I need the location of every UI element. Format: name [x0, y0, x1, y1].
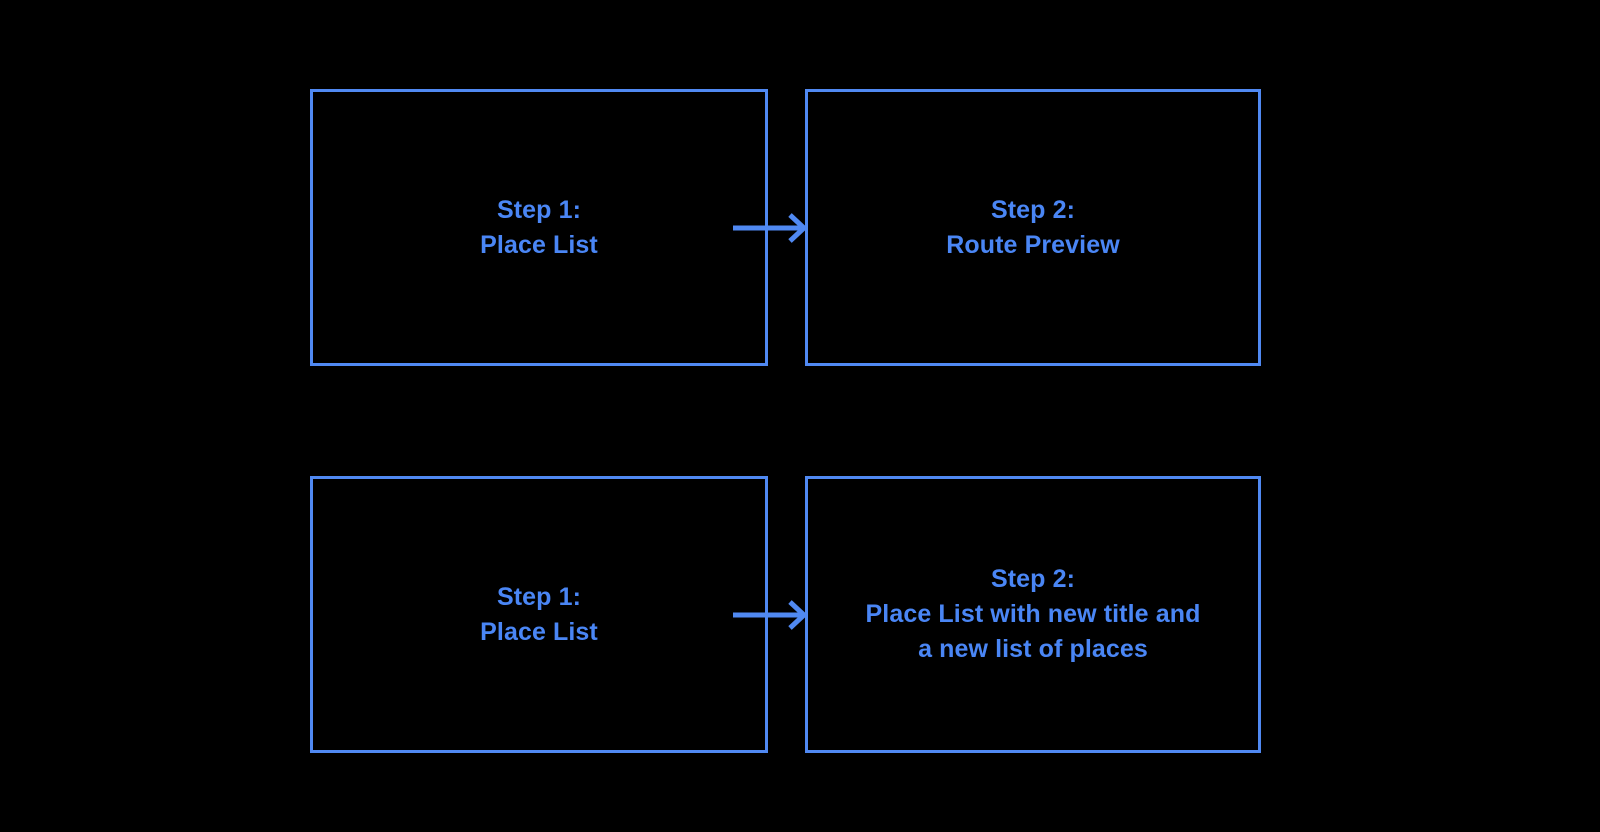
step-box-1-place-list[interactable]: Step 1: Place List: [310, 89, 768, 366]
step-box-1-place-list[interactable]: Step 1: Place List: [310, 476, 768, 753]
step-box-label: Step 2: Route Preview: [946, 195, 1120, 259]
step-box-2-route-preview[interactable]: Step 2: Route Preview: [805, 89, 1261, 366]
step-box-label: Step 1: Place List: [480, 582, 598, 646]
step-box-2-new-place-list[interactable]: Step 2: Place List with new title and a …: [805, 476, 1261, 753]
flow-row-new-place-list: Step 1: Place List Step 2: Place List wi…: [0, 476, 1600, 753]
step-box-label: Step 1: Place List: [480, 195, 598, 259]
step-box-label: Step 2: Place List with new title and a …: [865, 565, 1201, 663]
flow-row-route-preview: Step 1: Place List Step 2: Route Preview: [0, 89, 1600, 366]
